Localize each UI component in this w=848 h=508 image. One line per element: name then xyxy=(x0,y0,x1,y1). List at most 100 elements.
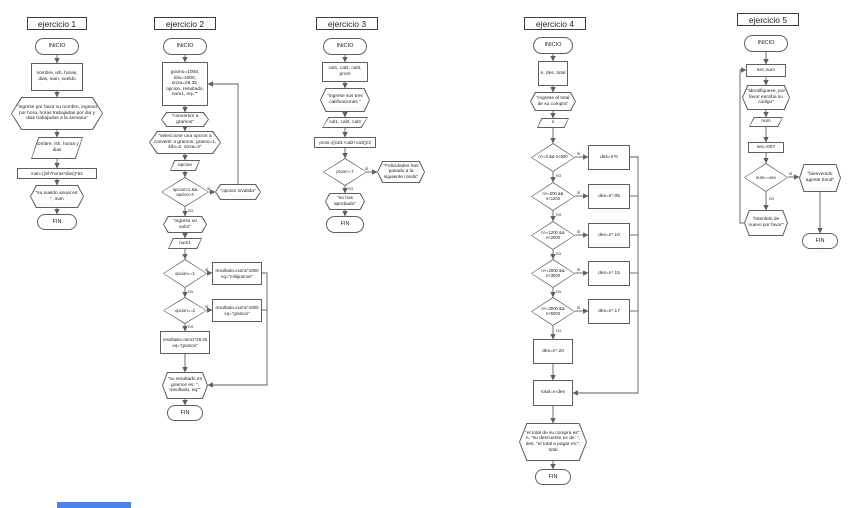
fc2-input-num1-node[interactable]: num1 xyxy=(168,238,202,249)
flow-connector xyxy=(207,272,268,388)
branch-label-no: no xyxy=(556,251,562,256)
branch-label-si: si xyxy=(577,267,581,272)
display-shape-label: "conversor a gramos" xyxy=(162,113,208,126)
display-shape-label: "ingrese sus tres calificaciones " xyxy=(321,89,369,111)
fc1-vars-node[interactable]: nombre, ish, horas, dias, inan, sueldo xyxy=(31,63,83,91)
input-shape-label: cal1, cal2, cal3 xyxy=(323,118,367,127)
fc5-end-node[interactable]: FIN xyxy=(802,233,838,249)
fc2-option-prompt-node[interactable]: "seleccione una opcion a convertir a gra… xyxy=(149,131,221,154)
fc4-disc-20-node[interactable]: des=n*.20 xyxy=(533,339,573,364)
fc5-check-num-node[interactable]: num==sec xyxy=(744,163,788,192)
decision-shape-label: n>=0 && n<500 xyxy=(532,144,574,171)
fc4-vars-node[interactable]: n, des, total xyxy=(538,61,568,86)
fc5-input-num-node[interactable]: num xyxy=(749,117,783,127)
fc1-output-node[interactable]: "su sueldo anual es: ", inan xyxy=(30,185,84,208)
fc4-disc-17-node[interactable]: des=n*.17 xyxy=(588,299,630,324)
flowchart-title-4[interactable]: ejercicio 4 xyxy=(524,17,586,30)
fc5-set-sec-node[interactable]: sec=007 xyxy=(748,142,784,153)
flowchart-title-1[interactable]: ejercicio 1 xyxy=(27,17,87,30)
display-shape-label: "su resultado en gramos es: ", resultado… xyxy=(163,373,207,398)
fc2-value-prompt-node[interactable]: "ingrese un valor" xyxy=(163,216,207,233)
display-shape-label: "su sueldo anual es: ", inan xyxy=(31,186,83,207)
fc1-input-vars-node[interactable]: nombre, ish, horas y dias xyxy=(31,137,83,159)
fc4-disc-10-node[interactable]: des=n*.10 xyxy=(588,223,630,248)
fc4-check-3-node[interactable]: n>=1200 && n<2000 xyxy=(531,221,575,250)
fc3-end-node[interactable]: FIN xyxy=(326,216,364,233)
branch-label-si: si xyxy=(577,151,581,156)
fc3-input-cals-node[interactable]: cal1, cal2, cal3 xyxy=(322,117,368,128)
fc3-vars-node[interactable]: cal1, cal2, cal3, prom xyxy=(322,62,368,82)
fc5-start-node[interactable]: INICIO xyxy=(744,35,788,52)
decision-shape-label: num==sec xyxy=(745,164,787,191)
fc4-end-node[interactable]: FIN xyxy=(535,469,571,485)
flowchart-title-2[interactable]: ejercicio 2 xyxy=(154,17,216,30)
fc4-check-4-node[interactable]: n>=2000 && n<3000 xyxy=(531,259,575,288)
branch-label-no: no xyxy=(188,324,194,329)
fc5-prompt-node[interactable]: "identifiquese, por favor escriba su cod… xyxy=(742,85,790,110)
fc4-check-2-node[interactable]: n>=500 && n<1200 xyxy=(531,182,575,211)
fc3-start-node[interactable]: INICIO xyxy=(323,38,367,55)
display-shape-label: "el total de su compra es", n, "su descu… xyxy=(520,424,586,460)
fc5-retry-output-node[interactable]: "intentelo de nuevo por favor" xyxy=(744,210,788,236)
fc3-pass-output-node[interactable]: "Felicidades has pasado a la siguiente r… xyxy=(377,161,425,183)
fc3-fail-output-node[interactable]: "no has aprobado" xyxy=(325,193,365,210)
fc4-disc-15-node[interactable]: des=n*.15 xyxy=(588,261,630,286)
fc4-prompt-node[interactable]: "ingrese el total de su compra" xyxy=(530,92,576,111)
fc4-start-node[interactable]: INICIO xyxy=(533,37,573,54)
fc2-result-mg-node[interactable]: resultado=num1*1000 eq="miligramos" xyxy=(212,262,262,285)
fc2-check-op1-node[interactable]: opcion==1 xyxy=(163,259,207,288)
fc2-result-g-node[interactable]: resultado=num1*1000 eq="gramos" xyxy=(212,299,262,322)
fc3-formula-node[interactable]: prom=((cal1+cal2+cal3))/3 xyxy=(314,137,376,148)
fc2-start-node[interactable]: INICIO xyxy=(163,38,207,55)
decision-shape-label: opcion<1 && opcion>4 xyxy=(162,178,208,206)
decision-shape-label: n>=3000 && n<5000 xyxy=(532,298,574,325)
fc1-prompt-node[interactable]: "ingrese por favor su nombre, ingreso po… xyxy=(11,97,103,130)
branch-label-si: si xyxy=(577,305,581,310)
display-shape-label: "ingrese el total de su compra" xyxy=(531,93,575,110)
fc2-invalid-output-node[interactable]: "opcion invalida" xyxy=(215,184,261,200)
fc2-header-node[interactable]: "conversor a gramos" xyxy=(161,112,209,127)
fc4-disc-0-node[interactable]: des=n*0 xyxy=(588,145,630,170)
branch-label-no: no xyxy=(348,186,354,191)
fc4-total-node[interactable]: total=n-des xyxy=(533,380,573,406)
branch-label-no: no xyxy=(556,173,562,178)
fc1-end-node[interactable]: FIN xyxy=(37,214,77,230)
flowchart-title-3[interactable]: ejercicio 3 xyxy=(316,17,378,30)
fc2-check-valid-node[interactable]: opcion<1 && opcion>4 xyxy=(161,177,209,207)
fc2-input-opcion-node[interactable]: opcion xyxy=(170,160,200,171)
fc2-end-node[interactable]: FIN xyxy=(167,405,203,421)
fc1-formula-node[interactable]: inan=((ish*horas*dias))*52 xyxy=(17,168,97,179)
fc4-input-n-node[interactable]: n xyxy=(537,118,569,128)
branch-label-si: si xyxy=(789,171,793,176)
branch-label-no: no xyxy=(556,328,562,333)
fc1-start-node[interactable]: INICIO xyxy=(35,38,79,55)
branch-label-no: no xyxy=(188,289,194,294)
branch-label-si: si xyxy=(577,229,581,234)
fc2-result-oz-node[interactable]: resultado=num1*28.35 eq="gramos" xyxy=(160,331,210,354)
fc2-check-op2-node[interactable]: opcion==2 xyxy=(163,297,207,324)
bottom-blue-bar[interactable] xyxy=(57,502,131,508)
input-shape-label: n xyxy=(538,119,568,127)
branch-label-no: no xyxy=(769,196,775,201)
fc4-check-5-node[interactable]: n>=3000 && n<5000 xyxy=(531,297,575,326)
display-shape-label: "opcion invalida" xyxy=(216,185,260,199)
branch-label-si: si xyxy=(205,267,209,272)
decision-shape-label: n>=500 && n<1200 xyxy=(532,183,574,210)
fc3-prompt-node[interactable]: "ingrese sus tres calificaciones " xyxy=(320,88,370,112)
flowchart-title-5[interactable]: ejercicio 5 xyxy=(737,13,799,26)
input-shape-label: opcion xyxy=(171,161,199,170)
input-shape-label: nombre, ish, horas y dias xyxy=(32,138,82,158)
branch-label-si: si xyxy=(205,304,209,309)
fc4-output-node[interactable]: "el total de su compra es", n, "su descu… xyxy=(519,423,587,461)
fc3-check-prom-node[interactable]: prom>=7 xyxy=(323,158,367,186)
fc4-disc-05-node[interactable]: des=n*.05 xyxy=(588,184,630,209)
fc4-check-1-node[interactable]: n>=0 && n<500 xyxy=(531,143,575,172)
fc5-welcome-output-node[interactable]: "bienvenido agente bond" xyxy=(799,164,841,192)
fc5-vars-node[interactable]: sec,num xyxy=(746,64,786,77)
display-shape-label: "ingrese un valor" xyxy=(164,217,206,232)
fc2-output-node[interactable]: "su resultado en gramos es: ", resultado… xyxy=(162,372,208,399)
fc2-vars-node[interactable]: gramo=1000, kilo=1000, onza=28.35, opcio… xyxy=(162,62,208,106)
branch-label-si: si xyxy=(207,186,211,191)
decision-shape-label: n>=2000 && n<3000 xyxy=(532,260,574,287)
